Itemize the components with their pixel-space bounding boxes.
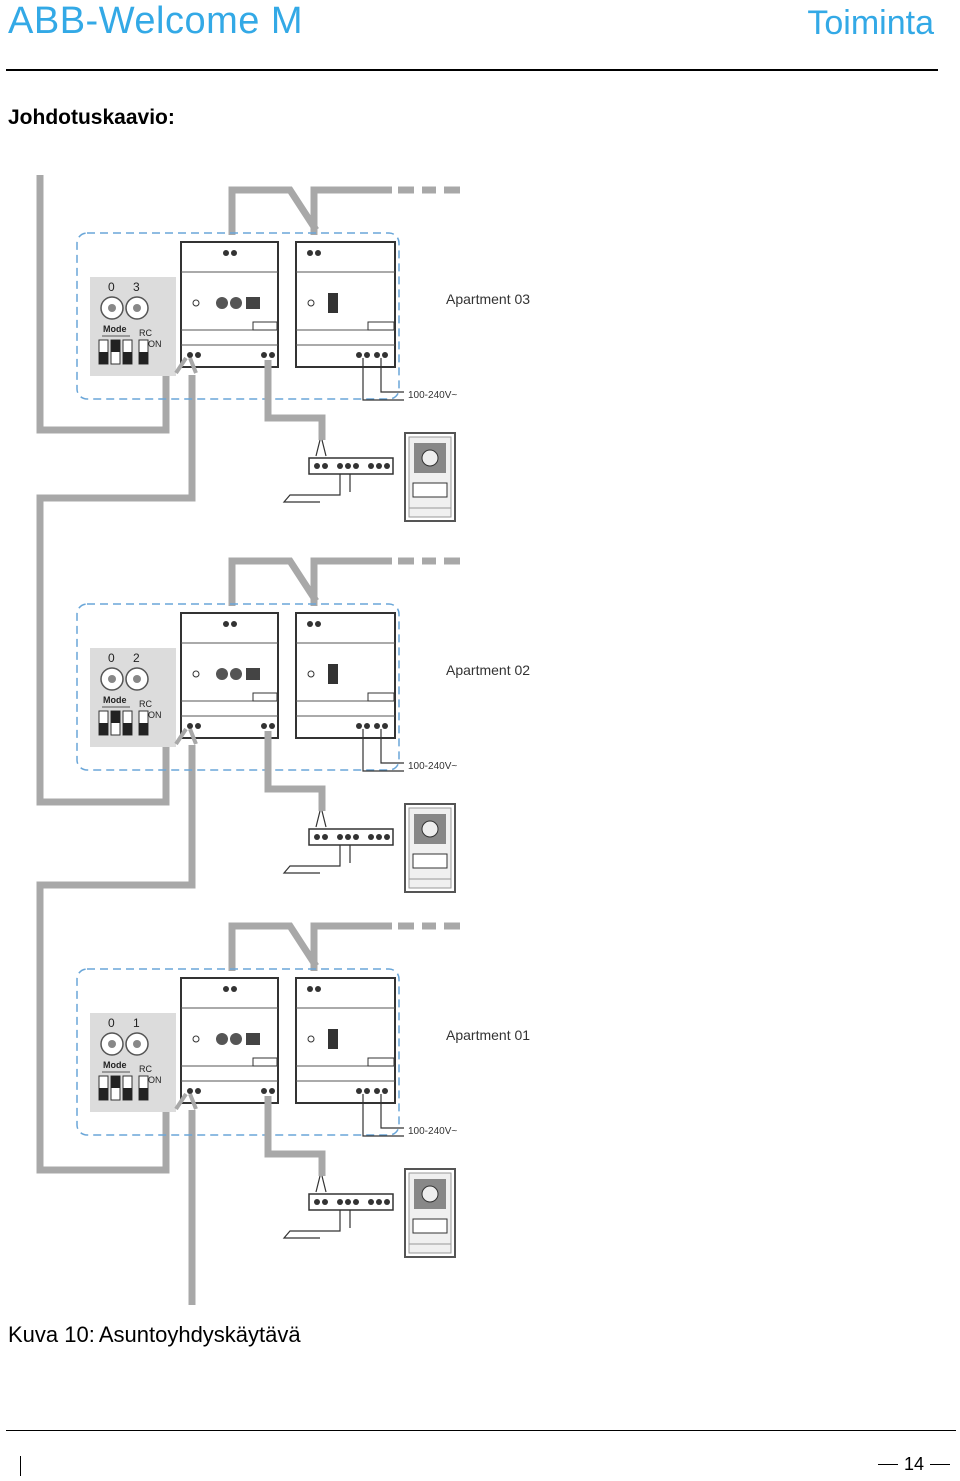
apartment-label: Apartment 01 (446, 1027, 530, 1043)
figure-caption-label: Kuva 10: (8, 1322, 95, 1347)
switch-digit-left: 0 (108, 651, 115, 665)
page-heading: Johdotuskaavio: (8, 106, 175, 129)
footer-marker (20, 1456, 21, 1476)
page-number-dash-right (930, 1464, 950, 1465)
figure-caption-text: Asuntoyhdyskäytävä (98, 1322, 301, 1347)
apartment-label: Apartment 02 (446, 662, 530, 678)
apartment-03-block: 0 3 Mode RC ON Apartment 03 100-240V~ (77, 190, 530, 521)
header-divider (6, 69, 938, 71)
on-label: ON (148, 339, 162, 349)
document-section-title: Toiminta (807, 4, 934, 42)
rc-label: RC (139, 328, 152, 338)
power-label: 100-240V~ (408, 390, 457, 401)
switch-digit-left: 0 (108, 1016, 115, 1030)
document-brand-title: ABB-Welcome M (8, 0, 304, 42)
footer-divider (6, 1430, 956, 1431)
rc-label: RC (139, 1064, 152, 1074)
apartment-01-block: 0 1 Mode RC ON Apartment 01 100-240V~ (77, 926, 530, 1257)
switch-digit-left: 0 (108, 280, 115, 294)
power-label: 100-240V~ (408, 1126, 457, 1137)
apartment-02-block: 0 2 Mode RC ON Apartment 02 100-240V~ (77, 561, 530, 892)
on-label: ON (148, 710, 162, 720)
mode-label: Mode (103, 324, 127, 334)
rc-label: RC (139, 699, 152, 709)
switch-digit-right: 2 (133, 651, 140, 665)
switch-digit-right: 3 (133, 280, 140, 294)
apartment-label: Apartment 03 (446, 291, 530, 307)
figure-caption: Kuva 10:Asuntoyhdyskäytävä (8, 1322, 305, 1348)
page-number-dash-left (877, 1464, 898, 1465)
power-label: 100-240V~ (408, 761, 457, 772)
on-label: ON (148, 1075, 162, 1085)
mode-label: Mode (103, 695, 127, 705)
wiring-diagram: 0 3 Mode RC ON Apartment 03 100-240V~ 0 … (36, 175, 530, 1305)
page-number: 14 (872, 1454, 956, 1475)
page-number-value: 14 (903, 1454, 924, 1474)
switch-digit-right: 1 (133, 1016, 140, 1030)
mode-label: Mode (103, 1060, 127, 1070)
